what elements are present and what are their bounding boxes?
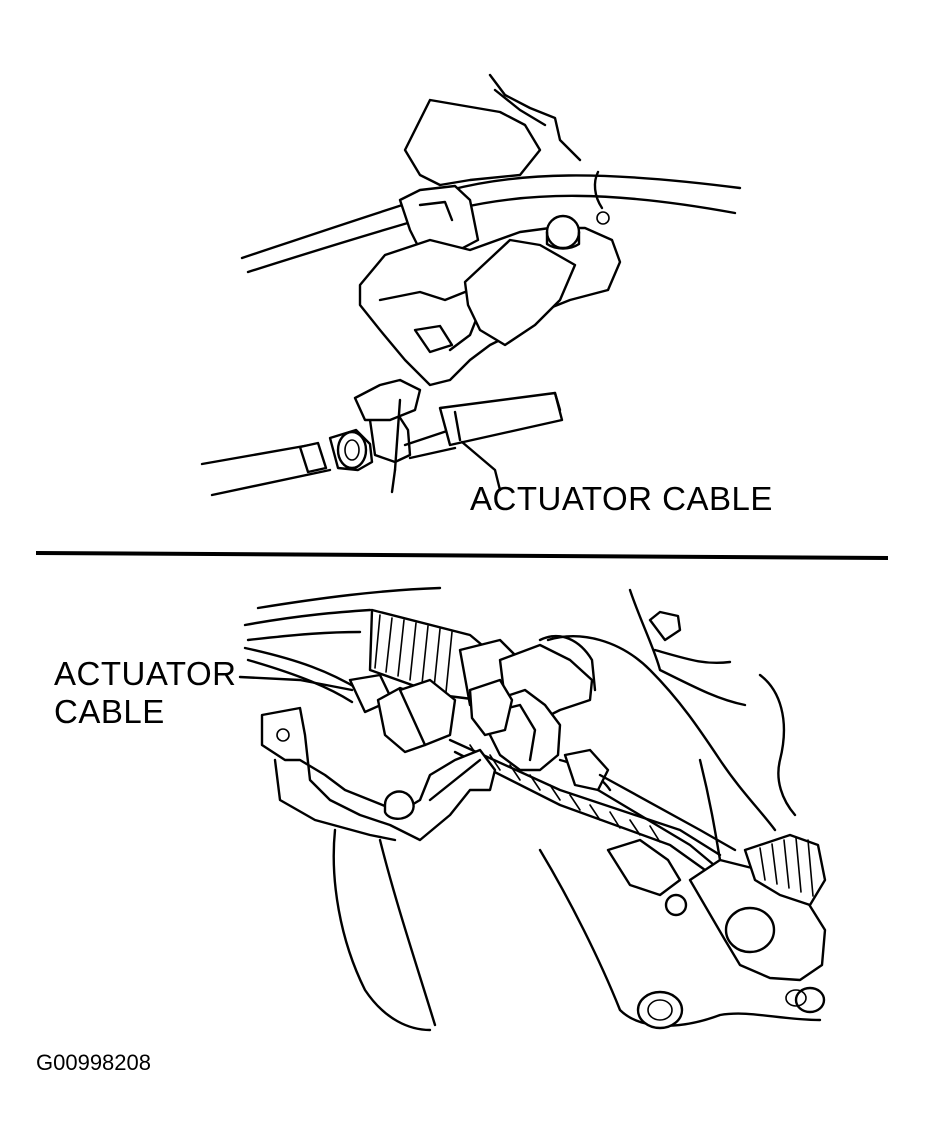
bottom-actuator-cable-label: ACTUATOR CABLE [54,655,237,730]
bottom-throttle-lever [688,758,827,982]
bottom-cable-end [558,748,737,917]
top-bracket [358,73,622,387]
top-actuator-cable [200,378,564,497]
bottom-leader-line [238,675,354,692]
top-view-illustration [200,73,742,497]
bottom-mount-bracket [260,706,497,842]
top-actuator-cable-label: ACTUATOR CABLE [470,480,773,517]
view-divider [35,551,889,560]
figure-code: G00998208 [36,1050,151,1075]
bottom-housing [243,586,826,1032]
bottom-view-illustration [238,586,827,1032]
top-leader-line [460,440,502,492]
bottom-actuator-cable [243,646,722,872]
bottom-cable-clip [468,634,597,772]
